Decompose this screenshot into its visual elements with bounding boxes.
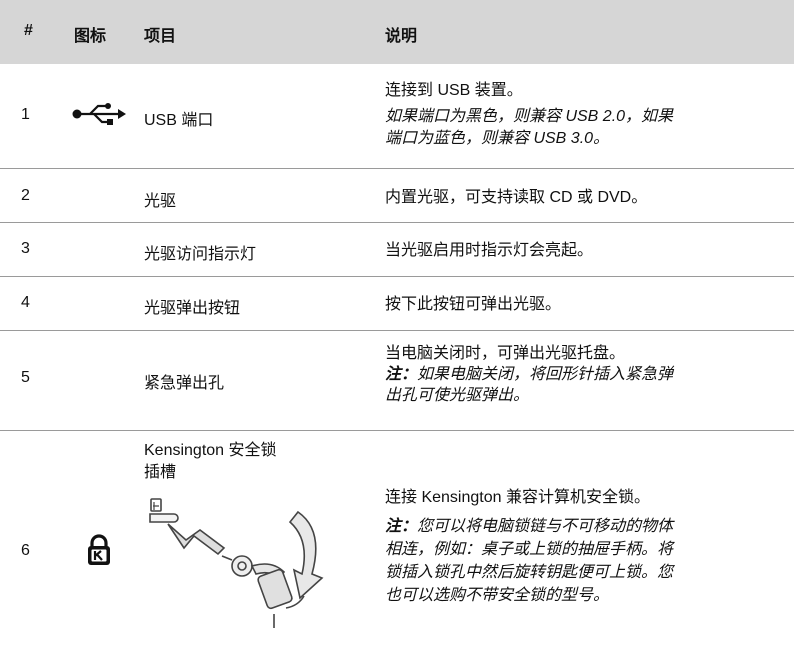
row-number: 5 [21,369,30,386]
item-line: Kensington 安全锁 [144,442,277,459]
row-item: 光驱访问指示灯 [144,246,257,263]
note-label: 注： [385,366,418,383]
row-number: 4 [21,294,30,311]
note-line: 相连，例如：桌子或上锁的抽屉手柄。将 [385,541,674,558]
kensington-lock-illustration [149,498,324,628]
note-line: 锁插入锁孔中然后旋转钥匙便可上锁。您 [385,564,674,581]
row-description: 当电脑关闭时，可弹出光驱托盘。 注：如果电脑关闭，将回形针插入紧急弹 出孔可使光… [385,343,780,406]
table-row: 5 紧急弹出孔 当电脑关闭时，可弹出光驱托盘。 注：如果电脑关闭，将回形针插入紧… [0,331,794,431]
header-item: 项目 [144,28,177,45]
desc-text: 当电脑关闭时，可弹出光驱托盘。 [385,345,626,362]
table-row: 4 光驱弹出按钮 按下此按钮可弹出光驱。 [0,277,794,331]
item-line: 插槽 [144,464,177,481]
table-row: 6 Kensington 安全锁 插槽 [0,431,794,631]
table-row: 3 光驱访问指示灯 当光驱启用时指示灯会亮起。 [0,223,794,277]
usb-icon [72,103,126,125]
row-item: 紧急弹出孔 [144,375,225,392]
header-icon: 图标 [74,28,107,45]
table-row: 1 USB 端口 连接到 USB 装置。 如果端口为黑色，则兼容 USB 2.0… [0,64,794,169]
note-line: 出孔可使光驱弹出。 [385,387,530,404]
header-num: # [24,22,33,39]
desc-text: 连接 Kensington 兼容计算机安全锁。 [385,489,650,506]
header-desc: 说明 [385,28,418,45]
desc-italic-line: 如果端口为黑色，则兼容 USB 2.0，如果 [385,108,674,125]
row-description: 内置光驱，可支持读取 CD 或 DVD。 [385,189,648,206]
row-number: 1 [21,106,30,123]
table-header: # 图标 项目 说明 [0,0,794,64]
row-description: 当光驱启用时指示灯会亮起。 [385,242,594,259]
row-description: 连接 Kensington 兼容计算机安全锁。 注：您可以将电脑锁链与不可移动的… [385,486,780,607]
note-line: 也可以选购不带安全锁的型号。 [385,587,610,604]
row-item: 光驱弹出按钮 [144,300,241,317]
note-label: 注： [385,518,418,535]
row-number: 3 [21,240,30,257]
row-number: 6 [21,542,30,559]
table-row: 2 光驱 内置光驱，可支持读取 CD 或 DVD。 [0,169,794,223]
row-item: 光驱 [144,193,177,210]
note-line: 您可以将电脑锁链与不可移动的物体 [417,518,674,535]
kensington-lock-icon [88,534,110,565]
desc-italic-line: 端口为蓝色，则兼容 USB 3.0。 [385,130,610,147]
ports-table: # 图标 项目 说明 1 USB 端口 连接到 USB 装置。 如果端口为黑色，… [0,0,794,631]
row-item: Kensington 安全锁 插槽 [144,440,277,484]
row-number: 2 [21,187,30,204]
row-description: 连接到 USB 装置。 如果端口为黑色，则兼容 USB 2.0，如果 端口为蓝色… [385,80,780,150]
note-line: 如果电脑关闭，将回形针插入紧急弹 [417,366,674,383]
row-item: USB 端口 [144,112,214,129]
desc-text: 连接到 USB 装置。 [385,82,523,99]
row-description: 按下此按钮可弹出光驱。 [385,296,562,313]
